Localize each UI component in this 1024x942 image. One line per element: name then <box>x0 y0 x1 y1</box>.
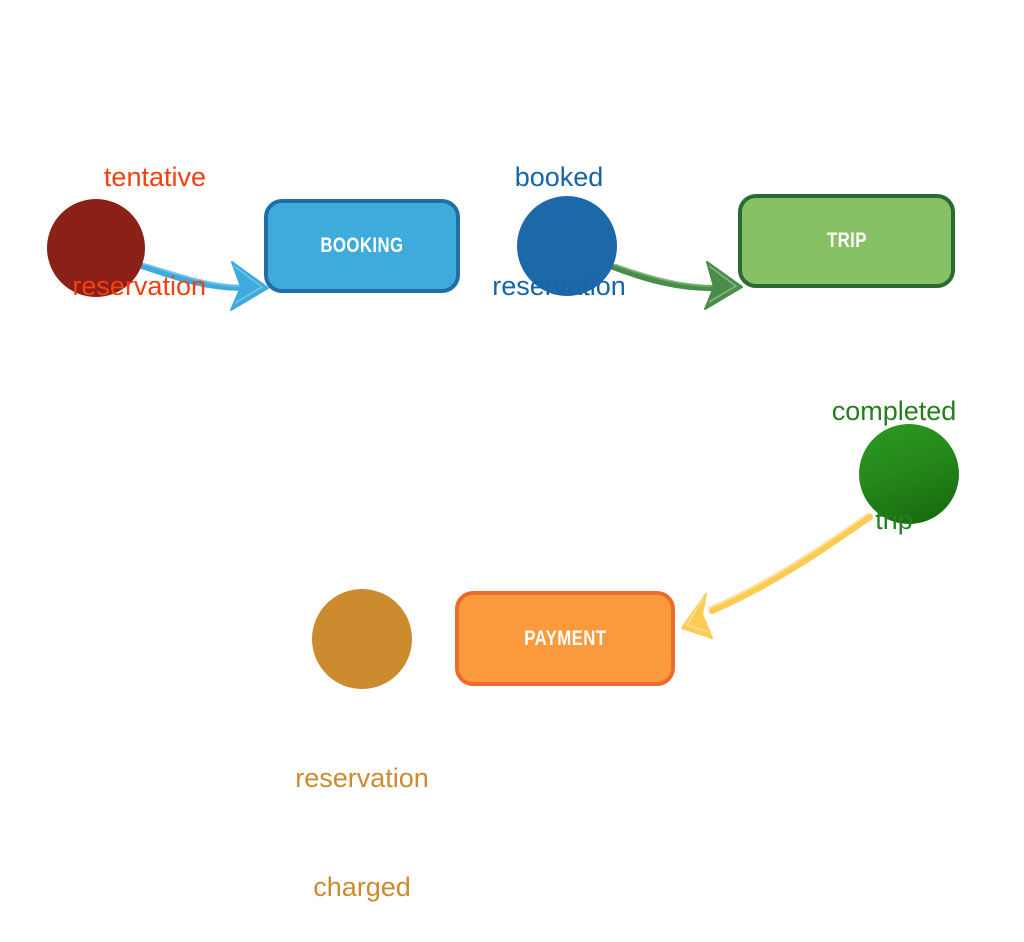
label-completed-trip-line2: trip <box>875 505 913 536</box>
node-booking-label: BOOKING <box>320 234 404 257</box>
arrow-booked-to-trip <box>610 261 743 310</box>
event-circle-booked-reservation[interactable] <box>517 196 617 296</box>
label-tentative-reservation: tentative reservation <box>22 86 206 341</box>
label-reservation-charged-line2: charged <box>313 872 411 903</box>
node-payment-label: PAYMENT <box>523 626 607 650</box>
label-tentative-reservation-line1: tentative <box>103 161 206 192</box>
node-payment[interactable]: PAYMENT <box>455 591 675 686</box>
event-circle-reservation-charged[interactable] <box>312 589 412 689</box>
node-trip-label: TRIP <box>826 229 867 252</box>
event-circle-tentative-reservation[interactable] <box>47 199 145 297</box>
label-booked-reservation-line1: booked <box>514 161 604 192</box>
node-trip[interactable]: TRIP <box>738 194 955 288</box>
label-reservation-charged-line1: reservation <box>295 762 429 793</box>
label-booked-reservation: booked reservation <box>462 86 656 341</box>
label-booked-reservation-line2: reservation <box>492 271 626 302</box>
label-tentative-reservation-line2: reservation <box>72 271 206 302</box>
node-booking[interactable]: BOOKING <box>264 199 460 293</box>
event-circle-completed-trip[interactable] <box>859 424 959 524</box>
arrow-tentative-to-booking <box>139 261 269 311</box>
label-reservation-charged: reservation charged <box>262 687 462 942</box>
arrow-completed-to-payment <box>681 512 873 639</box>
label-completed-trip: completed trip <box>794 320 994 575</box>
label-completed-trip-line1: completed <box>831 395 957 426</box>
diagram-canvas <box>139 261 873 639</box>
